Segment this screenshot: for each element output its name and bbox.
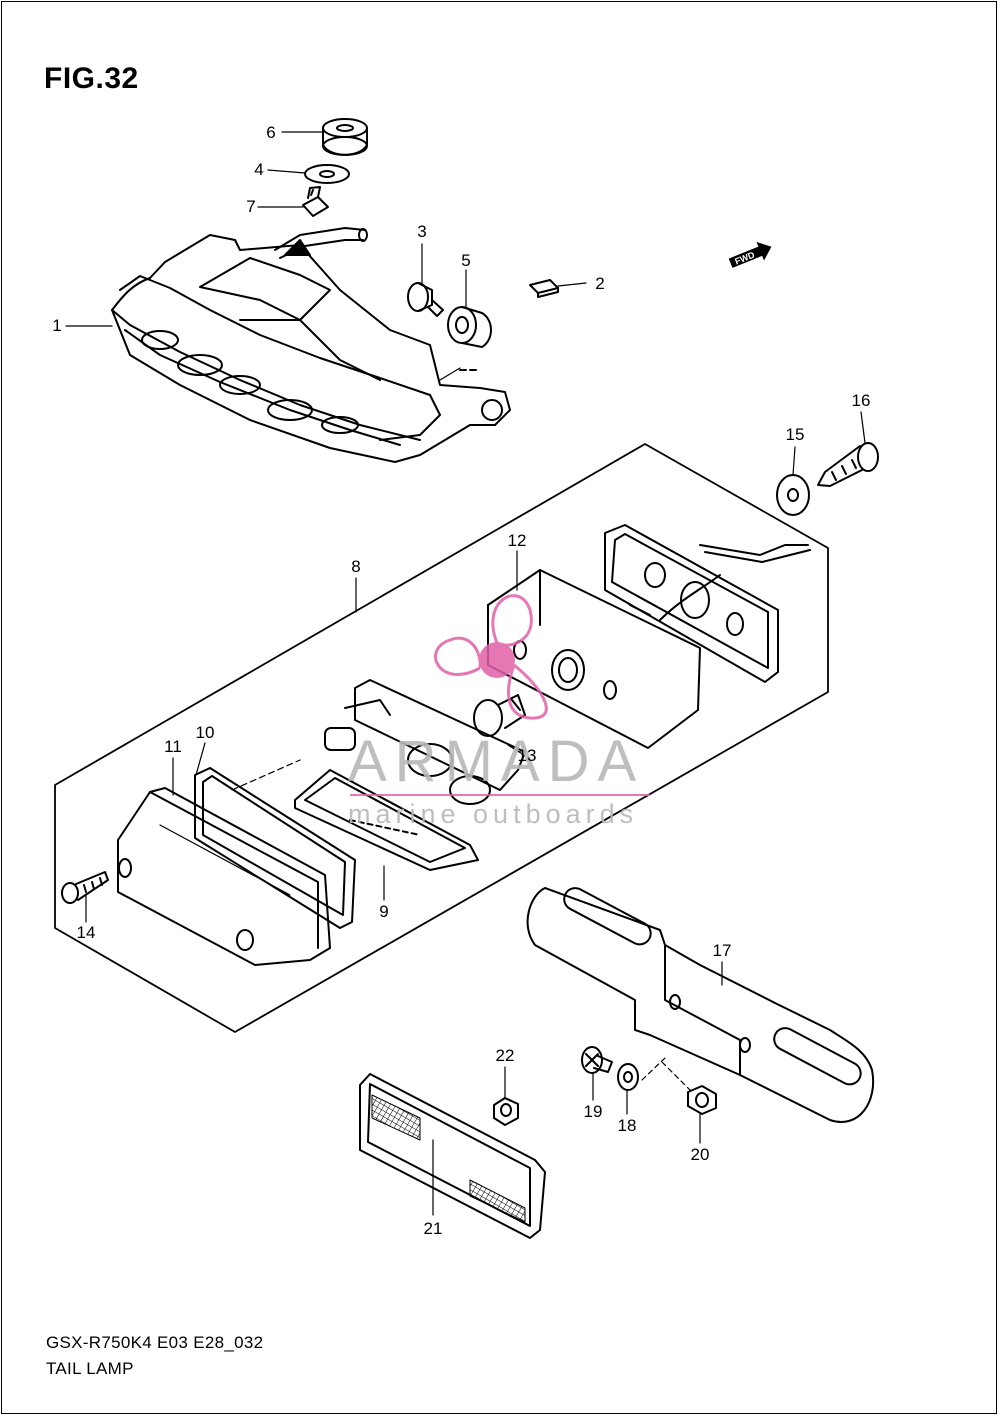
callout-10[interactable]: 10 [195, 723, 215, 742]
license-lamp-assembly-outline [54, 443, 829, 1033]
watermark-tagline: marine outboards [348, 799, 639, 829]
callout-1[interactable]: 1 [52, 316, 62, 335]
callout-leader-lines [65, 131, 866, 1216]
section-name: TAIL LAMP [46, 1359, 134, 1378]
callout-18[interactable]: 18 [617, 1116, 637, 1135]
cushion [447, 306, 492, 348]
model-code: GSX-R750K4 E03 E28_032 [46, 1333, 264, 1352]
fwd-label: FWD [733, 249, 756, 266]
reflector-nut [493, 1097, 519, 1126]
lamp-base-plate [604, 524, 811, 683]
callout-8[interactable]: 8 [351, 557, 361, 576]
forward-arrow-icon: FWD [728, 242, 772, 268]
tail-lamp-housing [111, 227, 511, 463]
license-plate-bracket [526, 887, 875, 1123]
callout-11[interactable]: 11 [164, 737, 182, 756]
figure-title: FIG.32 [44, 62, 139, 95]
callout-2[interactable]: 2 [595, 274, 605, 293]
bracket-screw [581, 1046, 613, 1074]
callout-7[interactable]: 7 [246, 197, 256, 216]
callout-4[interactable]: 4 [254, 160, 264, 179]
callout-14[interactable]: 14 [76, 923, 96, 942]
callout-3[interactable]: 3 [417, 222, 427, 241]
callout-22[interactable]: 22 [495, 1046, 515, 1065]
mounting-screw [817, 442, 879, 487]
callout-21[interactable]: 21 [423, 1219, 443, 1238]
callout-20[interactable]: 20 [690, 1145, 710, 1164]
license-lamp-lens [117, 787, 331, 966]
callout-6[interactable]: 6 [266, 123, 276, 142]
clamp [529, 279, 559, 298]
mounting-washer [776, 474, 810, 516]
callout-16[interactable]: 16 [851, 391, 871, 410]
callout-15[interactable]: 15 [785, 425, 805, 444]
rear-reflector [359, 1073, 546, 1239]
lens-bracket [294, 769, 479, 871]
armada-logo-graphic [350, 594, 650, 796]
bracket-washer [617, 1063, 639, 1091]
grommet [322, 118, 368, 156]
callout-9[interactable]: 9 [379, 902, 389, 921]
callout-19[interactable]: 19 [583, 1102, 603, 1121]
socket-harness [324, 679, 526, 805]
watermark-brand: ARMADA [348, 729, 645, 794]
callout-5[interactable]: 5 [461, 251, 471, 270]
bolt [302, 186, 329, 217]
bracket-nut [687, 1085, 717, 1115]
lamp-mounting-bolt [407, 282, 444, 317]
washer [304, 164, 350, 184]
callout-17[interactable]: 17 [712, 941, 732, 960]
lens-screw [61, 871, 109, 904]
callout-12[interactable]: 12 [507, 531, 527, 550]
lens-gasket [194, 767, 356, 929]
callout-13[interactable]: 13 [517, 746, 537, 765]
